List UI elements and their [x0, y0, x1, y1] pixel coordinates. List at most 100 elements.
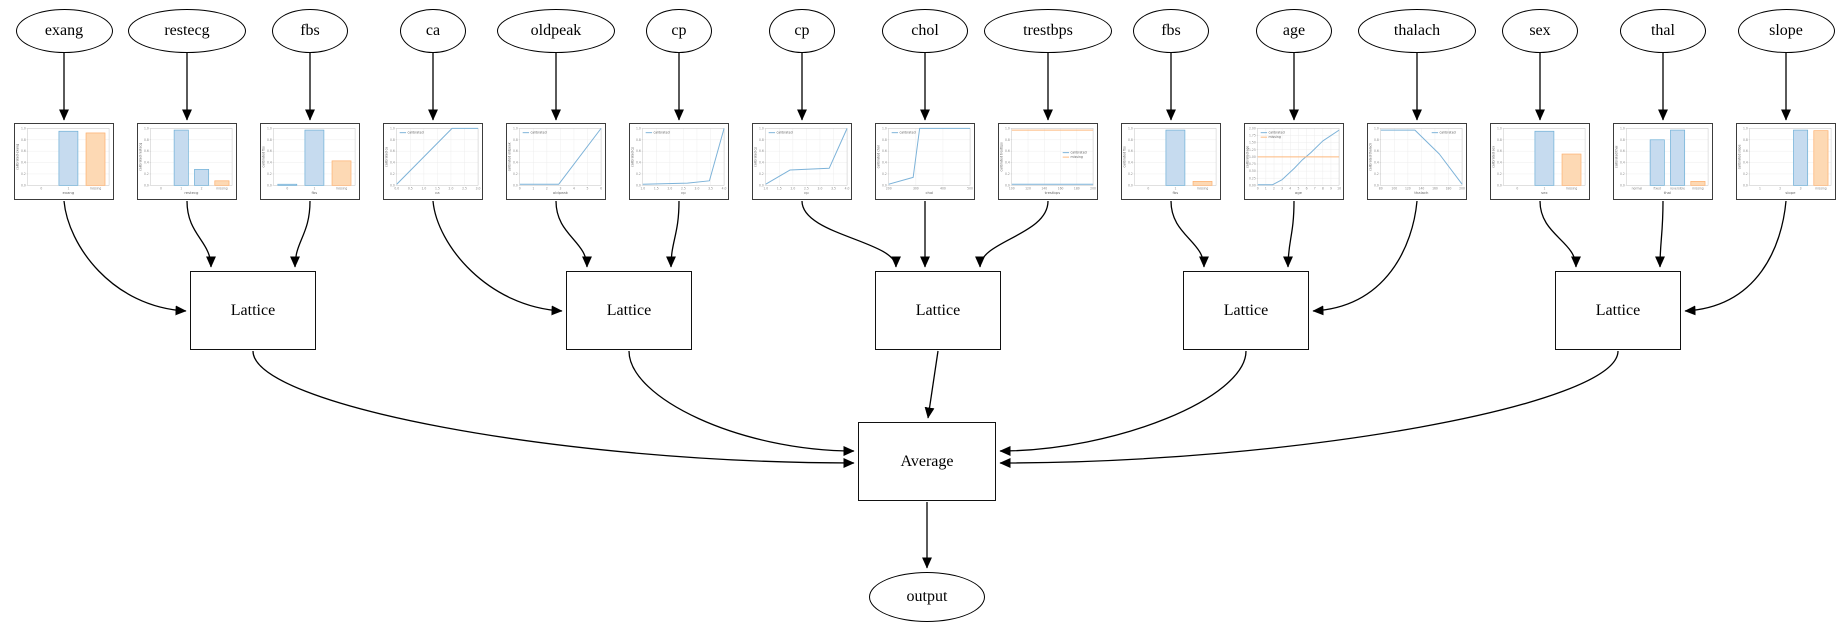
svg-text:0.6: 0.6: [1005, 149, 1010, 153]
svg-text:0.8: 0.8: [1128, 138, 1133, 142]
lattice-node-3: Lattice: [875, 271, 1001, 350]
svg-text:calibrated chol: calibrated chol: [877, 145, 881, 168]
lattice-label: Lattice: [606, 301, 652, 319]
svg-text:calibrated slope: calibrated slope: [1738, 144, 1742, 169]
svg-text:normal: normal: [1632, 186, 1643, 190]
feature-ellipse-slope-14: slope: [1737, 9, 1835, 53]
svg-text:5: 5: [1297, 186, 1299, 190]
svg-text:120: 120: [1405, 186, 1411, 190]
svg-text:200: 200: [886, 186, 892, 190]
svg-text:0.2: 0.2: [513, 172, 518, 176]
svg-text:0.25: 0.25: [1249, 176, 1256, 180]
svg-text:1.0: 1.0: [144, 126, 149, 130]
svg-text:6: 6: [1306, 186, 1308, 190]
svg-text:0.4: 0.4: [144, 161, 149, 165]
svg-text:2: 2: [1779, 186, 1781, 190]
svg-text:missing: missing: [336, 186, 348, 190]
svg-text:140: 140: [1041, 186, 1047, 190]
svg-text:3.5: 3.5: [708, 186, 713, 190]
svg-text:0.4: 0.4: [1620, 161, 1625, 165]
svg-text:2.0: 2.0: [790, 186, 795, 190]
svg-text:0.4: 0.4: [390, 161, 395, 165]
svg-text:1.0: 1.0: [763, 186, 768, 190]
svg-text:1.75: 1.75: [1249, 134, 1256, 138]
svg-text:0.6: 0.6: [1128, 149, 1133, 153]
svg-text:0.2: 0.2: [1497, 172, 1502, 176]
svg-text:0.0: 0.0: [390, 183, 395, 187]
svg-text:4.0: 4.0: [722, 186, 727, 190]
svg-text:0.8: 0.8: [1497, 138, 1502, 142]
svg-text:1.0: 1.0: [640, 186, 645, 190]
svg-text:1: 1: [67, 186, 69, 190]
svg-text:0.2: 0.2: [1005, 172, 1010, 176]
svg-text:0.6: 0.6: [1743, 149, 1748, 153]
feature-ellipse-sex-12: sex: [1502, 9, 1578, 53]
svg-text:1.0: 1.0: [1005, 126, 1010, 130]
feature-ellipse-fbs-9: fbs: [1133, 9, 1209, 53]
svg-text:0: 0: [1516, 186, 1518, 190]
svg-text:0.5: 0.5: [408, 186, 413, 190]
feature-label: chol: [911, 22, 939, 39]
svg-text:1.0: 1.0: [1497, 126, 1502, 130]
svg-text:3: 3: [559, 186, 561, 190]
svg-text:0.2: 0.2: [1743, 172, 1748, 176]
svg-text:oldpeak: oldpeak: [553, 190, 569, 195]
svg-text:0.0: 0.0: [513, 183, 518, 187]
svg-text:0.2: 0.2: [21, 172, 26, 176]
lattice-label: Lattice: [1223, 301, 1269, 319]
output-node: output: [869, 572, 985, 622]
svg-text:0.2: 0.2: [636, 172, 641, 176]
svg-text:3: 3: [1800, 186, 1802, 190]
svg-text:1: 1: [1265, 186, 1267, 190]
svg-text:200: 200: [1459, 186, 1465, 190]
svg-text:calibrated: calibrated: [654, 131, 670, 135]
svg-text:missing: missing: [1692, 186, 1704, 190]
svg-text:0.4: 0.4: [1128, 161, 1133, 165]
svg-text:10: 10: [1337, 186, 1341, 190]
svg-text:80: 80: [1379, 186, 1383, 190]
svg-text:2.5: 2.5: [462, 186, 467, 190]
svg-text:1: 1: [313, 186, 315, 190]
svg-text:calibrated thalach: calibrated thalach: [1369, 143, 1373, 171]
svg-text:calibrated: calibrated: [777, 131, 793, 135]
average-node: Average: [858, 422, 996, 501]
feature-ellipse-trestbps-8: trestbps: [983, 9, 1113, 53]
svg-text:0.8: 0.8: [1743, 138, 1748, 142]
svg-text:0.4: 0.4: [636, 161, 641, 165]
feature-ellipse-fbs-2: fbs: [272, 9, 348, 53]
svg-text:1: 1: [180, 186, 182, 190]
svg-text:0.2: 0.2: [759, 172, 764, 176]
svg-text:2: 2: [201, 186, 203, 190]
svg-text:0.0: 0.0: [394, 186, 399, 190]
svg-text:calibrated fbs: calibrated fbs: [262, 146, 266, 168]
svg-text:3: 3: [1281, 186, 1283, 190]
svg-text:0.0: 0.0: [1743, 183, 1748, 187]
svg-text:3.5: 3.5: [831, 186, 836, 190]
svg-text:6: 6: [600, 186, 602, 190]
svg-text:0.2: 0.2: [1374, 172, 1379, 176]
svg-text:2.0: 2.0: [667, 186, 672, 190]
svg-text:0.4: 0.4: [1374, 161, 1379, 165]
svg-text:trestbps: trestbps: [1045, 190, 1061, 195]
svg-text:sex: sex: [1541, 190, 1548, 195]
svg-text:thal: thal: [1664, 190, 1671, 195]
svg-text:1: 1: [1759, 186, 1761, 190]
svg-text:1.0: 1.0: [1743, 126, 1748, 130]
svg-text:0.2: 0.2: [267, 172, 272, 176]
svg-text:0.4: 0.4: [882, 161, 887, 165]
svg-text:0.8: 0.8: [759, 138, 764, 142]
output-label: output: [906, 588, 948, 605]
